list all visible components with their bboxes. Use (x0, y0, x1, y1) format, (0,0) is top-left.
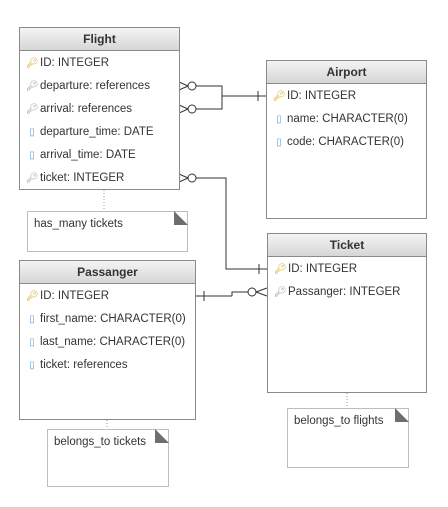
flight-title: Flight (20, 28, 179, 51)
column-icon: ▯ (29, 314, 35, 325)
attribute-label: first_name: CHARACTER(0) (40, 313, 186, 325)
airport-name-attribute[interactable]: ▯ name: CHARACTER(0) (267, 108, 426, 131)
key-icon: 🔑︎ (274, 264, 287, 275)
attribute-label: last_name: CHARACTER(0) (40, 336, 186, 348)
reference-icon: 🔑︎ (26, 81, 39, 92)
airport-id-attribute[interactable]: 🔑︎ ID: INTEGER (267, 85, 426, 108)
attribute-label: ID: INTEGER (40, 290, 110, 302)
note-text: has_many tickets (34, 218, 123, 230)
attribute-label: arrival_time: DATE (40, 149, 136, 161)
attribute-label: name: CHARACTER(0) (287, 113, 408, 125)
passanger-note[interactable]: belongs_to tickets (47, 429, 169, 487)
flight-departure-time-attribute[interactable]: ▯ departure_time: DATE (20, 121, 179, 144)
column-icon: ▯ (29, 337, 35, 348)
attribute-label: departure: references (40, 80, 150, 92)
column-icon: ▯ (29, 127, 35, 138)
flight-ticket-attribute[interactable]: 🔑︎ ticket: INTEGER (20, 167, 179, 190)
arrival-airport-connector (178, 96, 223, 114)
note-text: belongs_to tickets (54, 436, 147, 448)
attribute-label: departure_time: DATE (40, 126, 154, 138)
attribute-label: ID: INTEGER (288, 263, 358, 275)
attribute-label: Passanger: INTEGER (288, 286, 401, 298)
airport-code-attribute[interactable]: ▯ code: CHARACTER(0) (267, 131, 426, 154)
ticket-entity[interactable]: Ticket 🔑︎ ID: INTEGER 🔑︎ Passanger: INTE… (267, 233, 427, 393)
key-icon: 🔑︎ (26, 58, 39, 69)
airport-title: Airport (267, 61, 426, 84)
passanger-first-name-attribute[interactable]: ▯ first_name: CHARACTER(0) (20, 308, 195, 331)
ticket-id-attribute[interactable]: 🔑︎ ID: INTEGER (268, 258, 426, 281)
note-fold-icon (395, 408, 409, 422)
attribute-label: ID: INTEGER (287, 90, 357, 102)
reference-icon: 🔑︎ (26, 173, 39, 184)
column-icon: ▯ (29, 360, 35, 371)
attribute-label: ticket: references (40, 359, 128, 371)
column-icon: ▯ (276, 114, 282, 125)
ticket-note[interactable]: belongs_to flights (287, 408, 409, 468)
attribute-label: ticket: INTEGER (40, 172, 125, 184)
flight-arrival-attribute[interactable]: 🔑︎ arrival: references (20, 98, 179, 121)
flight-id-attribute[interactable]: 🔑︎ ID: INTEGER (20, 52, 179, 75)
key-icon: 🔑︎ (273, 91, 286, 102)
note-fold-icon (155, 429, 169, 443)
key-icon: 🔑︎ (26, 291, 39, 302)
flight-arrival-time-attribute[interactable]: ▯ arrival_time: DATE (20, 144, 179, 167)
reference-icon: 🔑︎ (26, 104, 39, 115)
passanger-ticket-connector (196, 287, 268, 301)
flight-note[interactable]: has_many tickets (27, 211, 188, 252)
passanger-ticket-attribute[interactable]: ▯ ticket: references (20, 354, 195, 377)
column-icon: ▯ (29, 150, 35, 161)
passanger-title: Passanger (20, 261, 195, 284)
flight-entity[interactable]: Flight 🔑︎ ID: INTEGER 🔑︎ departure: refe… (19, 27, 180, 190)
passanger-last-name-attribute[interactable]: ▯ last_name: CHARACTER(0) (20, 331, 195, 354)
attribute-label: code: CHARACTER(0) (287, 136, 404, 148)
flight-ticket-connector (178, 173, 267, 274)
attribute-label: arrival: references (40, 103, 133, 115)
flight-departure-attribute[interactable]: 🔑︎ departure: references (20, 75, 179, 98)
passanger-id-attribute[interactable]: 🔑︎ ID: INTEGER (20, 285, 195, 308)
passanger-entity[interactable]: Passanger 🔑︎ ID: INTEGER ▯ first_name: C… (19, 260, 196, 420)
reference-icon: 🔑︎ (274, 287, 287, 298)
attribute-label: ID: INTEGER (40, 57, 110, 69)
ticket-title: Ticket (268, 234, 426, 257)
departure-airport-connector (178, 81, 266, 101)
note-fold-icon (174, 211, 188, 225)
ticket-passanger-attribute[interactable]: 🔑︎ Passanger: INTEGER (268, 281, 426, 304)
note-text: belongs_to flights (294, 415, 384, 427)
column-icon: ▯ (276, 137, 282, 148)
airport-entity[interactable]: Airport 🔑︎ ID: INTEGER ▯ name: CHARACTER… (266, 60, 427, 219)
